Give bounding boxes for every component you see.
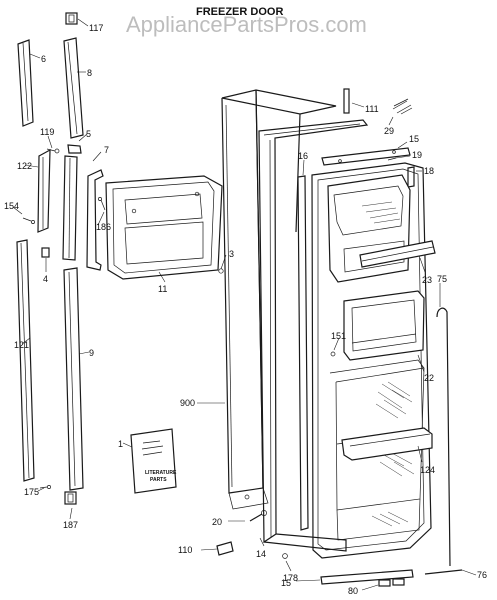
part-label-29: 29 [384, 126, 394, 136]
leader-lines [12, 18, 477, 591]
part-label-154: 154 [4, 201, 19, 211]
part-22-drip-tray [343, 290, 425, 361]
part-19-clip [387, 157, 397, 161]
part-175-screw [39, 485, 51, 489]
part-label-20: 20 [212, 517, 222, 527]
part-3-screw [218, 268, 224, 274]
part-11-liner-panel [105, 175, 223, 280]
part-8-trim [63, 37, 84, 139]
part-label-75: 75 [437, 274, 447, 284]
part-label-4: 4 [43, 274, 48, 284]
literature-line-1: LITERATURE [145, 470, 177, 476]
part-121-strip [16, 239, 35, 482]
part-label-122: 122 [17, 161, 32, 171]
part-label-186: 186 [96, 222, 111, 232]
part-label-76: 76 [477, 570, 487, 580]
part-16-breaker-strip [297, 175, 309, 531]
part-label-117-top: 117 [89, 23, 103, 33]
part-label-15-top: 15 [409, 134, 419, 144]
diagram-title: FREEZER DOOR [196, 6, 283, 18]
part-label-22: 22 [424, 373, 434, 383]
part-label-187: 187 [63, 520, 78, 530]
part-label-111: 111 [365, 104, 379, 114]
part-900-door-shell [221, 89, 337, 510]
part-label-23: 23 [422, 275, 432, 285]
part-label-5: 5 [86, 129, 91, 139]
part-label-16: 16 [298, 151, 308, 161]
part-124-shelf-bar [341, 427, 433, 461]
part-9-trim [63, 267, 84, 491]
part-label-80: 80 [348, 586, 358, 596]
part-label-11: 11 [158, 284, 167, 294]
part-29-clip [392, 98, 413, 115]
part-117-clip-top [65, 12, 78, 25]
part-label-900: 900 [180, 398, 195, 408]
part-18-side-bar [407, 166, 415, 188]
part-75-rod [436, 307, 451, 567]
part-76-rod [424, 569, 463, 575]
part-15-strip-bottom [320, 569, 414, 585]
part-23-paddle [359, 240, 436, 268]
part-label-151: 151 [331, 331, 346, 341]
watermark: AppliancePartsPros.com [126, 12, 367, 37]
dispenser-hatch [361, 201, 401, 224]
part-label-3: 3 [229, 249, 234, 259]
part-178-screw [282, 553, 288, 559]
part-80-pads [378, 578, 405, 587]
part-111-pin [343, 88, 350, 114]
part-6-strip [17, 39, 34, 127]
part-187-clip-bottom [64, 491, 77, 505]
part-label-178: 178 [283, 573, 298, 583]
part-4-clip [41, 247, 50, 258]
door-inner-liner [311, 162, 432, 559]
part-label-110: 110 [178, 545, 192, 555]
part-186-screw [98, 197, 106, 211]
part-label-18: 18 [424, 166, 434, 176]
part-label-19: 19 [412, 150, 422, 160]
part-label-6: 6 [41, 54, 46, 64]
literature-line-2: PARTS [150, 477, 167, 483]
part-122-handle-bracket [37, 148, 51, 233]
part-15-strip-top [321, 147, 411, 166]
part-label-14: 14 [256, 549, 266, 559]
part-14-gasket [258, 119, 369, 552]
part-110-block [216, 541, 234, 556]
part-20-screw [249, 510, 267, 522]
part-5-hinge [62, 144, 82, 261]
part-7-handle [86, 169, 104, 271]
part-label-7: 7 [104, 145, 109, 155]
part-label-8: 8 [87, 68, 92, 78]
part-119-screw [46, 148, 60, 154]
part-1-literature: LITERATURE PARTS [130, 428, 177, 494]
shelf-hatching [371, 381, 415, 527]
part-label-9: 9 [89, 348, 94, 358]
part-label-119: 119 [40, 127, 54, 137]
part-label-121: 121 [14, 340, 29, 350]
part-label-1: 1 [118, 439, 123, 449]
part-label-175: 175 [24, 487, 39, 497]
part-label-124: 124 [420, 465, 435, 475]
part-151-screw [330, 351, 336, 357]
part-label-15-bottom: 15 [281, 578, 291, 588]
part-154-screw [22, 217, 35, 224]
